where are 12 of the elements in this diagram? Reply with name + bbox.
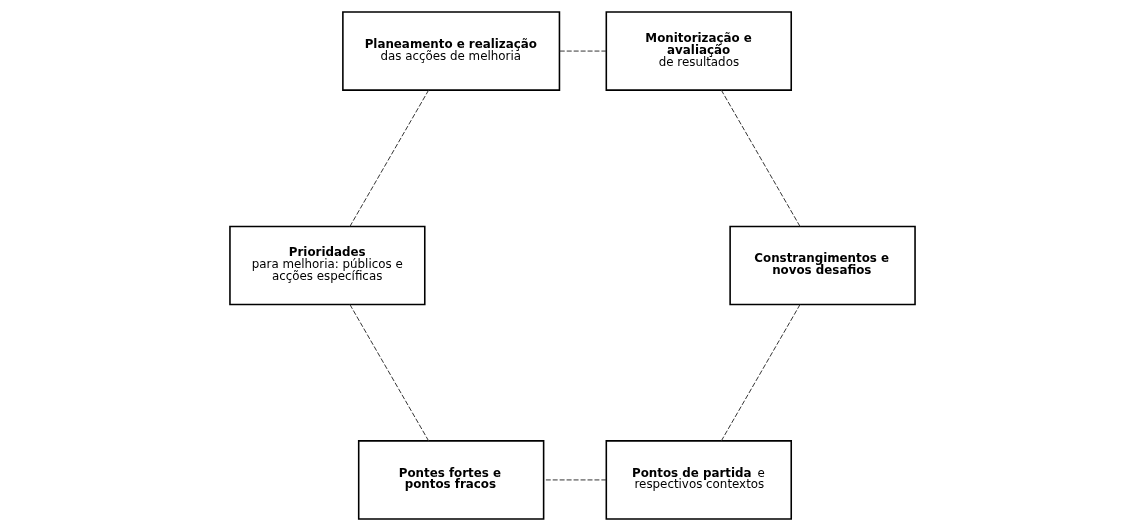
node-box: Prioridades para melhoria: públicos e acções específicas	[228, 225, 426, 306]
node-box: Pontes fortes e pontos fracos	[357, 440, 544, 520]
connector	[348, 89, 429, 227]
connector	[349, 304, 429, 442]
node-box: Planeamento e realização das acções de melhoria	[341, 11, 560, 91]
connector	[543, 479, 607, 481]
node-box: Monitorização e avaliação de resultados	[605, 11, 792, 91]
node-box: Pontos de partida e respectivos contextos	[605, 440, 792, 520]
connector	[720, 304, 800, 442]
connector	[720, 89, 800, 227]
node-box: Constrangimentos e novos desafios	[728, 225, 916, 306]
connector	[558, 50, 607, 52]
